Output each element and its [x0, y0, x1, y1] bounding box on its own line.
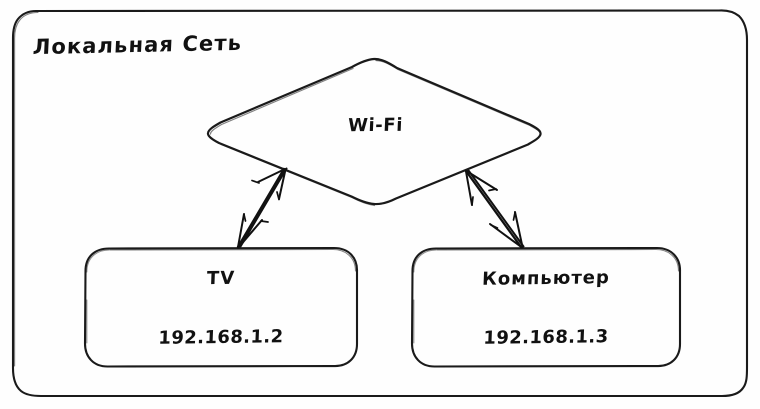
tv-node-ip-address: 192.168.1.2 [157, 326, 285, 349]
wifi-rhombus-shape [206, 57, 542, 207]
computer-node-title: Компьютер [481, 267, 611, 290]
computer-node-shape [410, 246, 682, 368]
tv-node-shape [83, 246, 359, 368]
tv-node-title: TV [206, 267, 236, 290]
computer-node-ip-address: 192.168.1.3 [482, 326, 610, 349]
connection-wifi-tv [236, 167, 288, 249]
wifi-node-label: Wi-Fi [347, 114, 404, 137]
connection-wifi-computer [464, 169, 525, 249]
local-network-title: Локальная Сеть [32, 30, 243, 60]
local-network-container-shape [11, 9, 749, 398]
